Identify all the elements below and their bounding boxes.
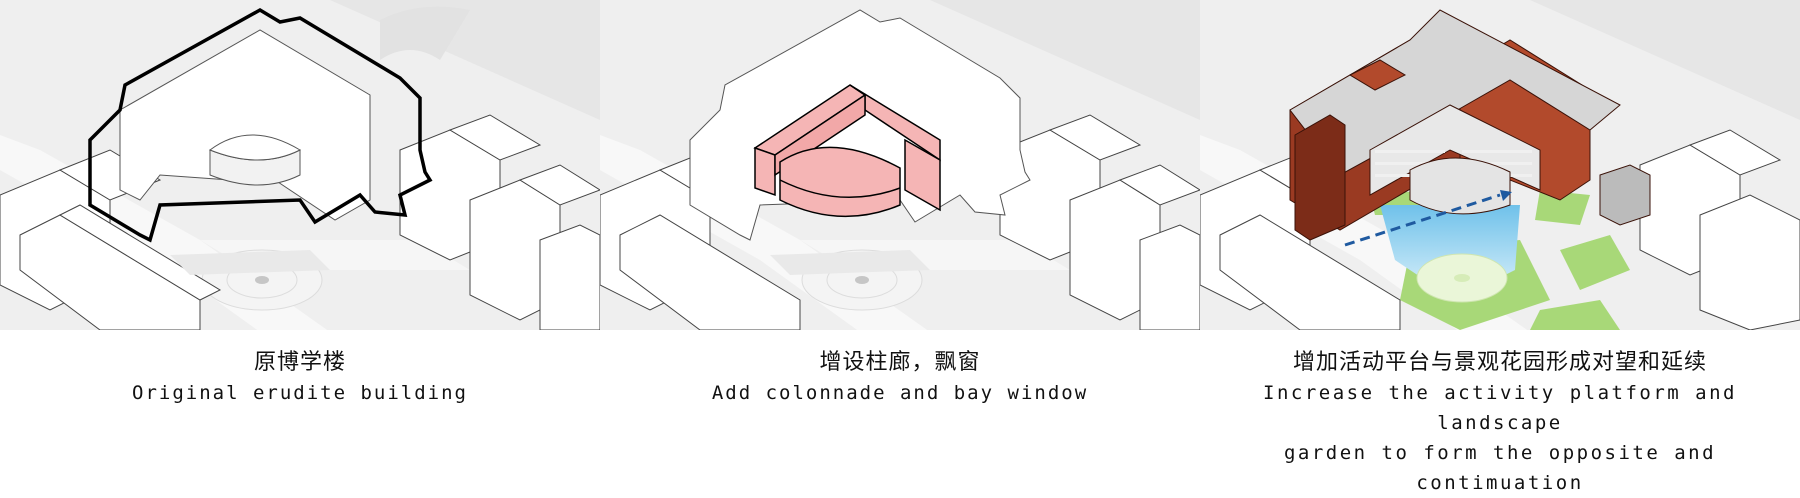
caption-platform-garden: 增加活动平台与景观花园形成对望和延续 Increase the activity…	[1200, 348, 1800, 498]
caption-title-zh: 增设柱廊，飘窗	[819, 350, 981, 375]
caption-original: 原博学楼 Original erudite building	[0, 348, 600, 408]
panel-platform-garden: 增加活动平台与景观花园形成对望和延续 Increase the activity…	[1200, 0, 1800, 494]
view-arrow	[1344, 190, 1512, 247]
colonnade-highlight	[753, 84, 941, 218]
caption-title-en: Original erudite building	[132, 382, 468, 404]
colonnade-axonometric	[600, 0, 1200, 330]
renovated-building	[1289, 9, 1651, 241]
panel-colonnade: 增设柱廊，飘窗 Add colonnade and bay window	[600, 0, 1200, 448]
caption-title-zh: 增加活动平台与景观花园形成对望和延续	[1292, 350, 1707, 375]
caption-title-zh: 原博学楼	[253, 350, 346, 375]
original-building-axonometric	[0, 0, 600, 330]
caption-colonnade: 增设柱廊，飘窗 Add colonnade and bay window	[600, 348, 1200, 408]
platform-garden-axonometric	[1200, 0, 1800, 330]
caption-title-en: Add colonnade and bay window	[711, 382, 1089, 404]
panel-original: 原博学楼 Original erudite building	[0, 0, 600, 448]
caption-title-en: Increase the activity platform and lands…	[1263, 382, 1737, 494]
